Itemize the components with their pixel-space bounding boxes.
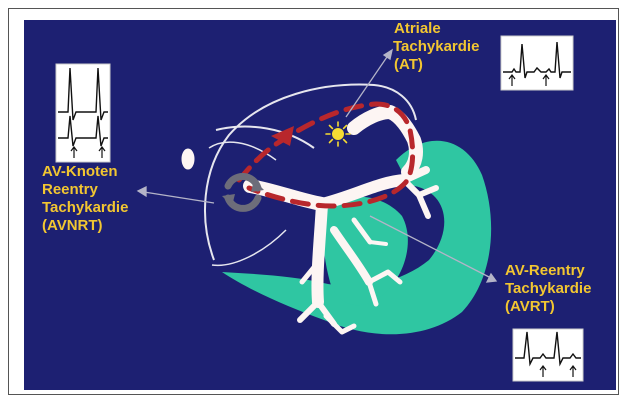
ecg-strip-avrt (513, 329, 583, 381)
ecg-strip-at (501, 36, 573, 90)
label-at-line2: Tachykardie (393, 38, 479, 56)
label-at-line3: (AT) (393, 56, 479, 74)
label-avnrt-line4: (AVNRT) (42, 217, 128, 235)
label-at-line1: Atriale (393, 20, 479, 38)
sun-icon (326, 122, 350, 146)
label-avrt-line3: (AVRT) (505, 298, 591, 316)
label-avnrt-line1: AV-Knoten (42, 163, 128, 181)
label-avnrt-line3: Tachykardie (42, 199, 128, 217)
sinus-node (182, 149, 194, 169)
label-at: Atriale Tachykardie (AT) (393, 20, 479, 74)
label-avnrt-line2: Reentry (42, 181, 128, 199)
ecg-strip-avnrt (56, 64, 110, 162)
label-avrt-line1: AV-Reentry (505, 262, 591, 280)
label-avrt-line2: Tachykardie (505, 280, 591, 298)
label-avrt: AV-Reentry Tachykardie (AVRT) (505, 262, 591, 316)
label-avnrt: AV-Knoten Reentry Tachykardie (AVNRT) (42, 163, 128, 235)
